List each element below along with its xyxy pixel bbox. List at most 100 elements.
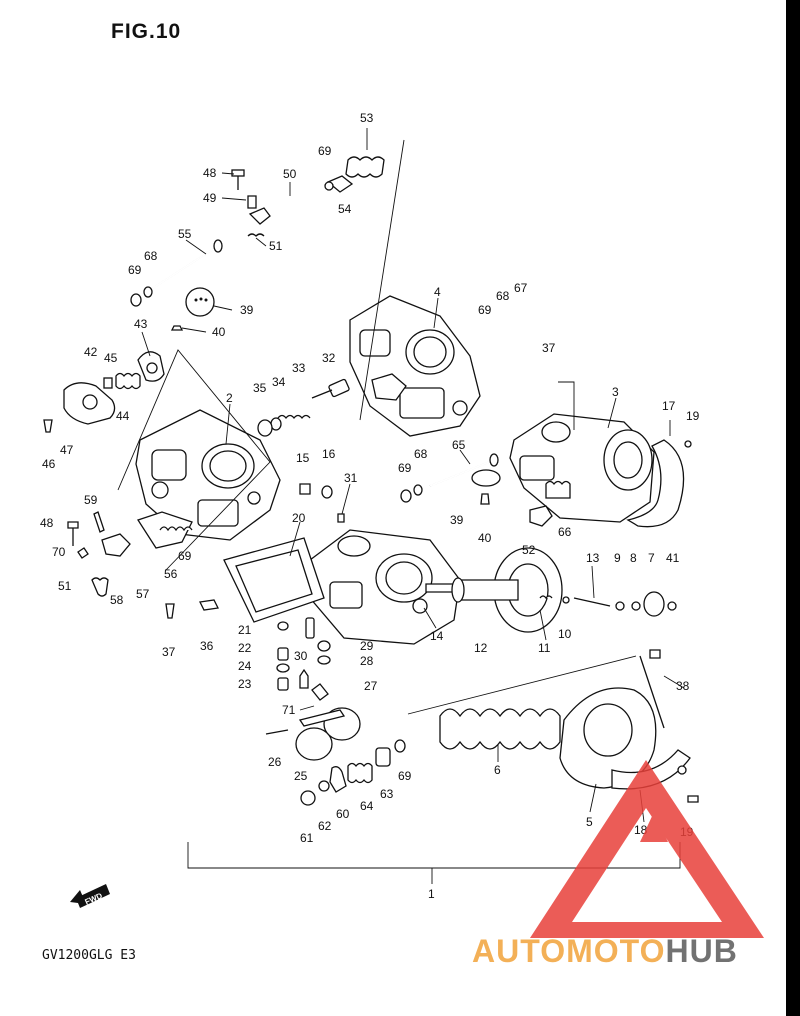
choke-parts-left [43,351,165,597]
callout-69: 69 [398,769,412,783]
carburetor-2 [135,409,281,549]
callout-53: 53 [360,111,374,125]
callout-15: 15 [296,451,310,465]
callout-36: 36 [200,639,214,653]
callout-16: 16 [322,447,336,461]
callout-69: 69 [178,549,192,563]
callout-1: 1 [428,887,435,901]
callout-68: 68 [496,289,510,303]
leader-lines [141,128,685,823]
callout-numbers: 53 69 48 50 49 54 51 55 68 69 39 40 43 4… [40,111,700,901]
callout-4: 4 [434,285,441,299]
callout-29: 29 [360,639,374,653]
callout-48: 48 [203,166,217,180]
callout-2: 2 [226,391,233,405]
callout-17: 17 [662,399,676,413]
callout-5: 5 [586,815,593,829]
svg-text:AUTOMOTOHUB: AUTOMOTOHUB [472,933,738,969]
carburetor-3 [509,413,692,528]
callout-52: 52 [522,543,536,557]
callout-47: 47 [60,443,74,457]
throttle-shaft-group [231,156,385,237]
callout-67: 67 [514,281,528,295]
callout-21: 21 [238,623,252,637]
callout-11: 11 [538,641,551,655]
callout-9: 9 [614,551,621,565]
callout-41: 41 [666,551,680,565]
callout-26: 26 [268,755,282,769]
automotohub-watermark: AUTOMOTOHUB [472,760,764,969]
callout-55: 55 [178,227,192,241]
callout-40: 40 [212,325,226,339]
callout-66: 66 [558,525,572,539]
callout-39: 39 [450,513,464,527]
callout-10: 10 [558,627,572,641]
callout-7: 7 [648,551,655,565]
callout-48: 48 [40,516,54,530]
callout-6: 6 [494,763,501,777]
callout-37: 37 [542,341,556,355]
callout-64: 64 [360,799,374,813]
callout-25: 25 [294,769,308,783]
callout-69: 69 [318,144,332,158]
callout-13: 13 [586,551,600,565]
callout-19: 19 [686,409,700,423]
callout-12: 12 [474,641,488,655]
callout-63: 63 [380,787,394,801]
callout-23: 23 [238,677,252,691]
model-code: GV1200GLG E3 [42,948,136,963]
callout-46: 46 [42,457,56,471]
fwd-arrow-icon: FWD [70,884,110,908]
callout-37: 37 [162,645,176,659]
callout-3: 3 [612,385,619,399]
callout-62: 62 [318,819,332,833]
callout-51: 51 [58,579,72,593]
shaft-65-group [400,453,501,505]
watermark-triangle-icon [530,760,764,938]
jet-parts-column [165,483,345,701]
piston-diaphragm-group [451,547,677,633]
callout-69: 69 [478,303,492,317]
callout-27: 27 [364,679,378,693]
callout-60: 60 [336,807,350,821]
callout-57: 57 [136,587,150,601]
callout-61: 61 [300,831,314,845]
callout-32: 32 [322,351,336,365]
callout-22: 22 [238,641,252,655]
callout-59: 59 [84,493,98,507]
carburetor-14 [309,529,461,645]
callout-50: 50 [283,167,297,181]
callout-38: 38 [676,679,690,693]
figure-title: FIG.10 [111,20,182,43]
callout-45: 45 [104,351,118,365]
callout-42: 42 [84,345,98,359]
callout-28: 28 [360,654,374,668]
carburetor-4 [349,295,481,437]
watermark-text-automoto: AUTOMOTO [472,933,665,969]
callout-14: 14 [430,629,444,643]
callout-71: 71 [282,703,296,717]
float-bowl-gasket-20 [223,537,325,623]
callout-44: 44 [116,409,130,423]
callout-54: 54 [338,202,352,216]
throttle-body-32 [257,378,350,437]
callout-68: 68 [414,447,428,461]
callout-8: 8 [630,551,637,565]
callout-31: 31 [344,471,358,485]
callout-56: 56 [164,567,178,581]
shaft-55-group [130,239,223,331]
callout-70: 70 [52,545,66,559]
scan-border [786,0,800,1016]
callout-30: 30 [294,649,308,663]
callout-39: 39 [240,303,254,317]
callout-49: 49 [203,191,217,205]
callout-34: 34 [272,375,286,389]
callout-24: 24 [238,659,252,673]
float-assembly [265,707,406,806]
watermark-text-hub: HUB [665,933,737,969]
callout-69: 69 [398,461,412,475]
callout-65: 65 [452,438,466,452]
spring-cover-group [439,649,699,803]
